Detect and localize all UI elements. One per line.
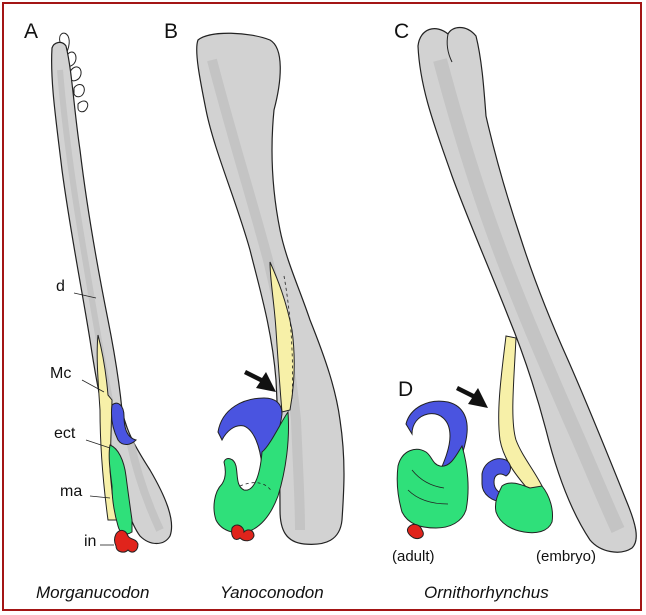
- panel-letter-a: A: [24, 20, 38, 44]
- yanoconodon-jaw: [197, 33, 344, 544]
- ornithorhynchus-adult-ear: [397, 401, 468, 538]
- malleus: [397, 446, 468, 528]
- morganucodon-jaw: [52, 33, 172, 552]
- malleus: [495, 483, 552, 533]
- species-ornithorhynchus: Ornithorhynchus: [424, 583, 549, 603]
- label-ectotympanic: ect: [54, 425, 75, 443]
- arrow-icon: [456, 386, 488, 408]
- species-morganucodon: Morganucodon: [36, 583, 149, 603]
- panel-letter-c: C: [394, 20, 409, 44]
- label-dentary: d: [56, 278, 65, 296]
- label-malleus: ma: [60, 483, 82, 501]
- caption-adult: (adult): [392, 548, 435, 565]
- caption-embryo: (embryo): [536, 548, 596, 565]
- label-meckels-cartilage: Mc: [50, 365, 71, 383]
- label-incus: in: [84, 533, 96, 551]
- panel-letter-b: B: [164, 20, 178, 44]
- species-yanoconodon: Yanoconodon: [220, 583, 324, 603]
- arrow-icon: [244, 370, 276, 392]
- incus: [115, 530, 139, 552]
- panel-letter-d: D: [398, 378, 413, 402]
